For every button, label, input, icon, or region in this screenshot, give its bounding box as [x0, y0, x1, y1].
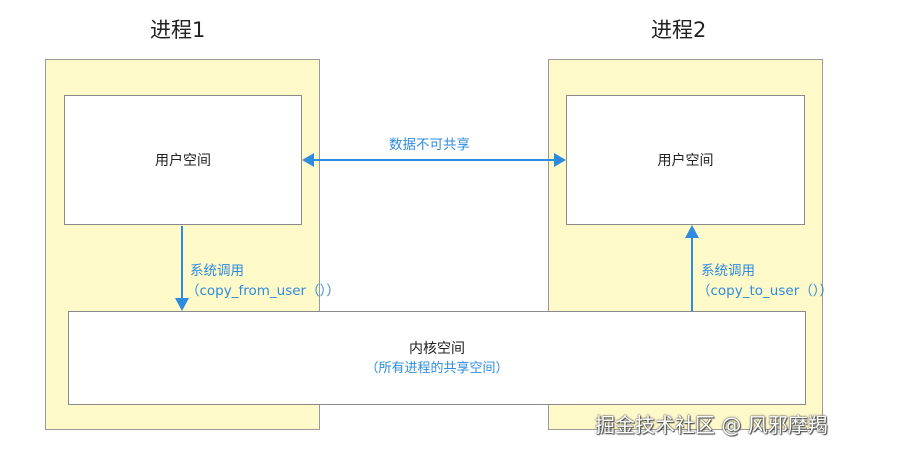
kernel-space: 内核空间 （所有进程的共享空间）	[68, 311, 806, 405]
kernel-space-title: 内核空间	[409, 341, 465, 357]
syscall-down-label: 系统调用	[190, 263, 244, 279]
process1-title: 进程1	[150, 18, 206, 42]
syscall-up-function: （copy_to_user（））	[697, 283, 833, 299]
watermark: 掘金技术社区 @ 风邪摩羯	[595, 413, 828, 437]
process1-user-space-label: 用户空间	[155, 153, 211, 169]
process2-user-space-label: 用户空间	[657, 153, 714, 169]
kernel-space-subtitle: （所有进程的共享空间）	[365, 361, 509, 376]
syscall-up-label: 系统调用	[701, 263, 755, 279]
process2-user-space: 用户空间	[566, 95, 805, 225]
process1-user-space: 用户空间	[64, 95, 302, 225]
process2-title: 进程2	[651, 18, 707, 42]
shared-double-arrow	[302, 153, 566, 167]
syscall-down-function: （copy_from_user（））	[186, 283, 340, 299]
shared-arrow-label: 数据不可共享	[389, 137, 470, 153]
